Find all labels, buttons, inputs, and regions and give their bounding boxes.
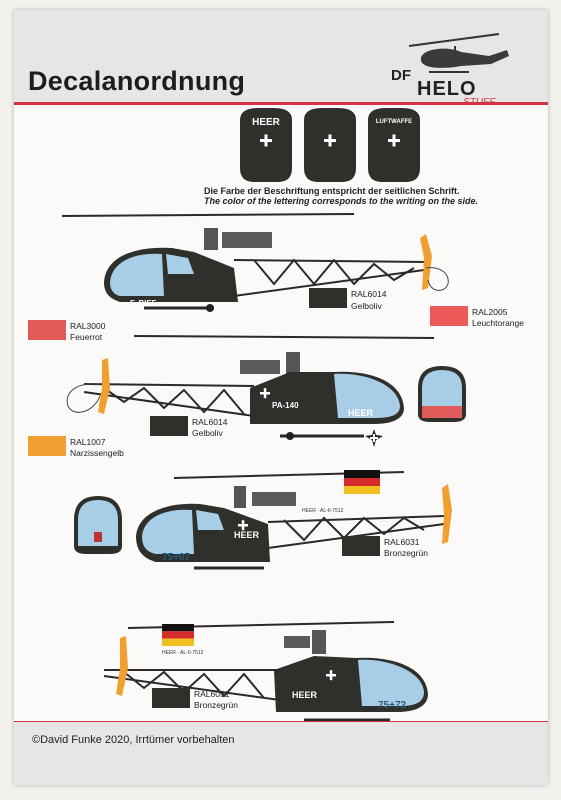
german-flag-icon	[344, 470, 380, 494]
swatch-name: Bronzegrün	[384, 548, 428, 558]
iron-cross-icon	[326, 670, 336, 681]
swatch-code: RAL6031	[384, 537, 420, 547]
swatch-code: RAL6014	[192, 417, 228, 427]
canopy-panel-luftwaffe: LUFTWAFFE	[368, 108, 420, 182]
canopy-panel-plain	[304, 108, 356, 182]
helicopter-2-front-view	[418, 366, 466, 422]
helicopter-3-tail: HEER · AL-II-7512	[302, 508, 344, 514]
helicopter-profile-4: 75+72 HEER HEER · AL-II-7512	[103, 621, 428, 722]
swatch-ral6031-2	[152, 688, 190, 708]
swatch-name: Leuchtorange	[472, 318, 524, 328]
helicopter-4-tail: HEER · AL-II-7512	[162, 650, 204, 656]
canopy-panels: HEER LUFTWAFFE	[240, 108, 420, 182]
iron-cross-icon	[260, 388, 270, 399]
note-english: The color of the lettering corresponds t…	[204, 196, 479, 206]
swatch-code: RAL1007	[70, 437, 106, 447]
helicopter-3-front-view	[74, 496, 122, 554]
swatch-ral6014-2	[150, 416, 188, 436]
helicopter-2-code: PA-140	[272, 401, 299, 410]
swatch-name: Bronzegrün	[194, 700, 238, 710]
helicopter-4-text: HEER	[292, 690, 318, 700]
helicopter-profile-2: PA-140 HEER	[66, 335, 435, 440]
swatch-ral1007	[28, 436, 66, 456]
swatch-ral3000	[28, 320, 66, 340]
helicopter-profile-1: F. BIFF	[61, 213, 449, 312]
note-german: Die Farbe der Beschriftung entspricht de…	[204, 186, 460, 196]
helicopter-2-text: HEER	[348, 408, 374, 418]
iron-cross-icon	[324, 134, 336, 147]
helicopter-3-text: HEER	[234, 530, 260, 540]
iron-cross-icon	[238, 520, 248, 531]
german-flag-icon	[162, 624, 194, 646]
swatch-code: RAL3000	[70, 321, 106, 331]
iron-cross-icon	[388, 134, 400, 147]
swatch-code: RAL6014	[351, 289, 387, 299]
logo-df: DF	[391, 67, 411, 84]
copyright-text: ©David Funke 2020, Irrtümer vorbehalten	[32, 734, 235, 746]
swatch-name: Feuerrot	[70, 332, 103, 342]
swatch-name: Narzissengelb	[70, 448, 124, 458]
logo-stuff: STUFF	[463, 97, 496, 108]
page-title: Decalanordnung	[28, 66, 246, 96]
swatch-name: Gelboliv	[351, 301, 382, 311]
header-divider	[14, 102, 548, 105]
panel-luftwaffe-label: LUFTWAFFE	[376, 119, 412, 125]
footer-band	[14, 722, 548, 785]
swatch-code: RAL6031	[194, 689, 230, 699]
df-helo-stuff-logo: DF HELO STUFF	[379, 20, 548, 108]
swatch-ral6014-1	[309, 288, 347, 308]
decal-sheet: Decalanordnung DF HELO STUFF HEER	[14, 10, 548, 785]
helicopter-4-code: 75+72	[378, 700, 407, 711]
swatch-ral6031-1	[342, 536, 380, 556]
helicopter-profile-3: 75+07 HEER HEER · AL-II-7512	[136, 471, 452, 570]
swatch-name: Gelboliv	[192, 428, 223, 438]
swatch-code: RAL2005	[472, 307, 508, 317]
panel-heer-label: HEER	[252, 117, 281, 128]
helicopter-1-code: F. BIFF	[130, 299, 156, 308]
canopy-panel-heer: HEER	[240, 108, 292, 182]
swatch-ral2005	[430, 306, 468, 326]
iron-cross-icon	[365, 429, 383, 447]
helicopter-3-code: 75+07	[162, 552, 191, 563]
iron-cross-icon	[260, 134, 272, 147]
logo-helo: HELO	[417, 78, 477, 100]
helicopter-logo-icon	[408, 33, 509, 73]
